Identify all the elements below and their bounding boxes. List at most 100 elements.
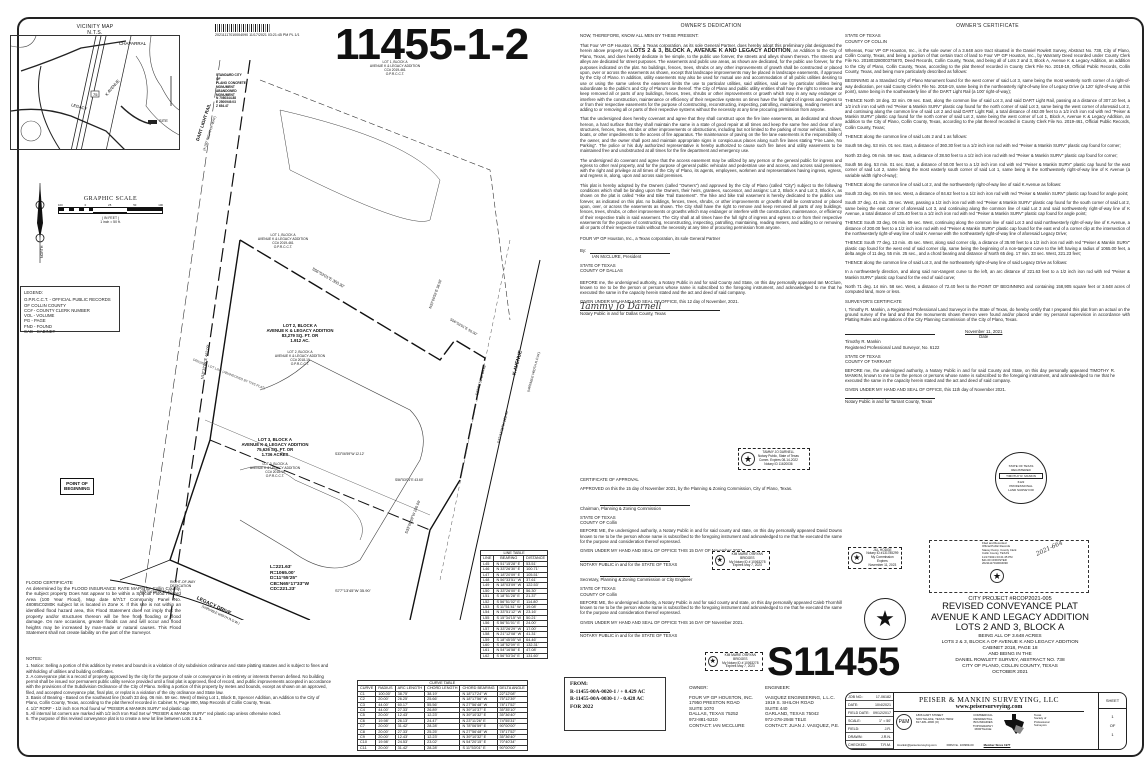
note-item: 4. 1/2" RORF - 1/2 inch Iron Rod found w…: [26, 705, 190, 711]
north-arrow-icon: [33, 183, 47, 263]
legend-item: O.P.R.C.C.T. - OFFICIAL PUBLIC RECORDS O…: [24, 297, 111, 308]
svg-text:75: 75: [93, 92, 98, 97]
title-block-field: FIELD:J.R.: [846, 725, 893, 733]
graphic-scale-title: GRAPHIC SCALE: [83, 196, 138, 202]
certificate-of-approval: CERTIFICATE OF APPROVAL APPROVED on this…: [580, 477, 842, 639]
star-seal-icon: ★: [708, 656, 718, 667]
note-item: 1. Notice: Selling a portion of this add…: [26, 663, 329, 674]
company-website: www.peisersurveying.com: [894, 704, 1084, 712]
legend-item: CC# - COUNTY CLERK NUMBER: [24, 307, 90, 313]
surveyors-certificate-text: I, Timothy R. Mankin, a Registered Profe…: [845, 306, 1130, 323]
title-block-field: CHECKED:T.R.M.: [846, 741, 893, 749]
bearing-label: S33°06'59"W 12.12': [335, 452, 365, 456]
title-block-field: DATE:10/4/2021: [846, 701, 893, 709]
tsps-member-since: Member Since 1977: [983, 743, 1011, 747]
legend-title: LEGEND:: [24, 290, 43, 295]
svg-text:SITE: SITE: [159, 118, 168, 123]
legend-box: LEGEND: O.P.R.C.C.T. - OFFICIAL PUBLIC R…: [20, 286, 120, 334]
flood-certificate-text: As determined by the FLOOD INSURANCE RAT…: [26, 585, 181, 636]
point-of-beginning-label: POINT OF BEGINNING: [60, 478, 94, 495]
notary-given: GIVEN UNDER MY HAND AND SEAL OF OFFICE, …: [580, 299, 739, 305]
flood-certificate: FLOOD CERTIFICATE As determined by the F…: [26, 580, 181, 636]
chairman-label: Chairman, Planning & Zoning Commission: [580, 505, 661, 511]
dedication-signer-name: IAN McCLURE, President: [592, 253, 642, 259]
star-seal-icon: ★: [741, 452, 755, 466]
title-block-field: FIELD DATE:09/12/2017: [846, 709, 893, 717]
graphic-scale-ratio: 1 inch = 50 ft.: [100, 220, 121, 224]
vicinity-map-drawing: CHAPARRAL LEGACY K AVENUE SITE 75: [11, 36, 179, 149]
owners-dedication: OWNER'S DEDICATION NOW, THEREFORE, KNOW …: [580, 23, 842, 317]
chairman-signature: [600, 496, 690, 506]
surveyor-seal: STATE OF TEXAS REGISTERED TIMOTHY R. MAN…: [995, 452, 1047, 504]
county-court-seal-icon: ★: [864, 598, 906, 640]
curve-table-title: CURVE TABLE: [357, 679, 528, 687]
notary-label: Notary Public in and for Dallas County, …: [580, 311, 666, 317]
note-item: 2. A conveyance plat is a record of prop…: [26, 673, 332, 695]
notes-title: NOTES:: [26, 656, 42, 661]
owners-certificate: OWNER'S CERTIFICATE STATE OF TEXAS COUNT…: [845, 23, 1130, 404]
owners-dedication-title: OWNER'S DEDICATION: [680, 23, 742, 29]
recording-handwritten-number: 2021-664: [1034, 539, 1064, 558]
company-email: tmankin@peisersurveying.com: [897, 743, 937, 747]
owners-certificate-title: OWNER'S CERTIFICATE: [956, 23, 1019, 29]
texas-map-icon: [1002, 714, 1030, 734]
from-label: FROM:: [570, 681, 588, 687]
surveyors-certificate-title: SURVEYOR'S CERTIFICATE: [845, 298, 902, 304]
dedication-paragraph: That the undersigned does hereby covenan…: [580, 116, 842, 154]
north-label: NORTH: [40, 245, 44, 258]
dedication-intro: NOW, THEREFORE, KNOW ALL MEN BY THESE PR…: [580, 33, 699, 39]
svg-text:LEGACY: LEGACY: [71, 102, 88, 111]
approval-title: CERTIFICATE OF APPROVAL: [580, 477, 639, 482]
note-item: 3. Basis of Bearing - Based on the south…: [26, 695, 320, 706]
bearing-label: S56°53'01"E 43.60': [395, 478, 424, 482]
from-line: R-11455-00A-0030-1 / - 0.428 AC: [570, 696, 645, 702]
engineer-label: ENGINEER:: [765, 685, 791, 690]
legend-item: PG - PAGE: [24, 318, 46, 324]
flood-certificate-title: FLOOD CERTIFICATE: [26, 580, 73, 585]
recording-barcode: [215, 24, 270, 32]
notes: NOTES: 1. Notice: Selling a portion of t…: [26, 656, 331, 722]
sheet-number-box: SHEET 1 OF 1: [1098, 693, 1126, 749]
from-box: FROM: R-11455-00A-0020-1 / + 0.429 AC R-…: [564, 677, 666, 731]
owner-label: OWNER:: [689, 685, 708, 690]
city-project-number: CITY PROJECT #RCOP2021-005: [968, 596, 1052, 602]
note-item: 5. All internal lot corners are marked w…: [26, 710, 281, 716]
clerk-seal-icon: ★: [990, 569, 1004, 583]
notary-signature: Tammy Jo Darnell: [580, 302, 720, 311]
pms-logo-icon: P&M: [896, 714, 912, 730]
firm-number: FIRM No. 100999-00: [946, 743, 974, 747]
recording-barcode-text: 20211117010004090 11/17/2021 03:21:45 PM…: [215, 33, 300, 37]
legend-item: VOL - VOLUME: [24, 313, 55, 319]
plat-drawing: DART LIGHT RAIL (A 100' RIGHT-OF-WAY) LO…: [109, 59, 560, 661]
